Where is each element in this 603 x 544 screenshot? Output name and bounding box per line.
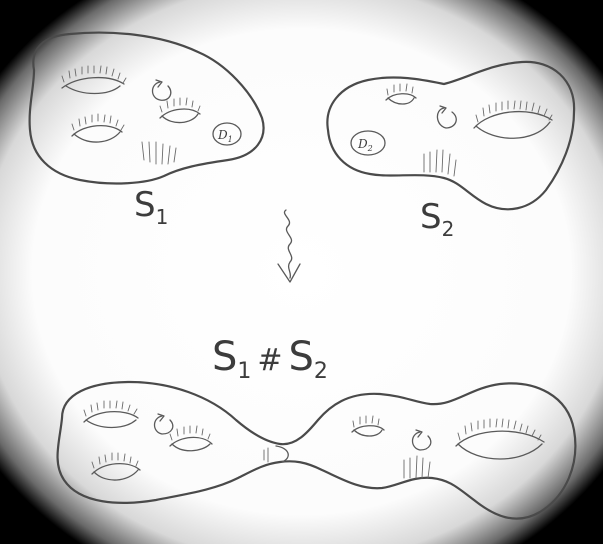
connected-sum-diagram: D1 S1 D2 S2 — [0, 0, 603, 544]
diagram-canvas: D1 S1 D2 S2 — [0, 0, 603, 544]
